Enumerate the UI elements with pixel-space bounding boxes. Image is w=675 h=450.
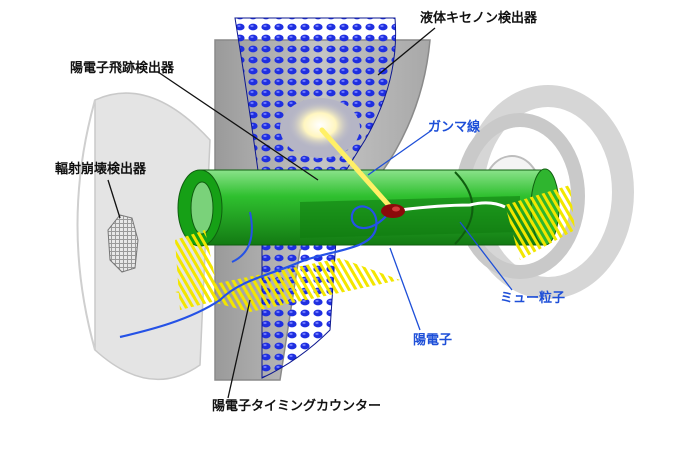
gamma-ray-track (319, 127, 396, 213)
timing-counter-callout-line (227, 299, 251, 399)
timing-counter-bars-right (505, 185, 575, 260)
label-gamma-ray: ガンマ線 (428, 120, 481, 135)
positron-track-upstream (231, 211, 253, 263)
muon-decay-highlight (392, 206, 400, 212)
drift-chamber-bore (190, 181, 214, 235)
spectrometer-callout-line (157, 71, 319, 181)
positron-track (119, 205, 389, 339)
muon-track (399, 201, 506, 212)
label-liquid-xenon-detector: 液体キセノン検出器 (420, 11, 538, 26)
positron-callout-line (389, 247, 421, 331)
chamber-inner-ring (454, 171, 474, 245)
timing-counter-bars-upstream (175, 230, 220, 310)
scintillation-glow (288, 101, 352, 149)
label-positron: 陽電子 (413, 333, 453, 348)
muon-callout-line (459, 221, 513, 291)
timing-counter-bars (175, 258, 400, 312)
label-positron-spectrometer: 陽電子飛跡検出器 (70, 61, 175, 76)
decay-detector-callout-line (107, 179, 121, 219)
muon-decay-point (381, 204, 405, 218)
label-timing-counter: 陽電子タイミングカウンター (212, 399, 382, 414)
xenon-callout-line (377, 27, 436, 76)
gamma-callout-line (367, 129, 433, 176)
label-radiative-decay-detector: 輻射崩壊検出器 (55, 162, 147, 177)
radiative-decay-grid (107, 214, 139, 273)
end-cap-rim (76, 99, 96, 351)
label-muon: ミュー粒子 (500, 291, 566, 306)
